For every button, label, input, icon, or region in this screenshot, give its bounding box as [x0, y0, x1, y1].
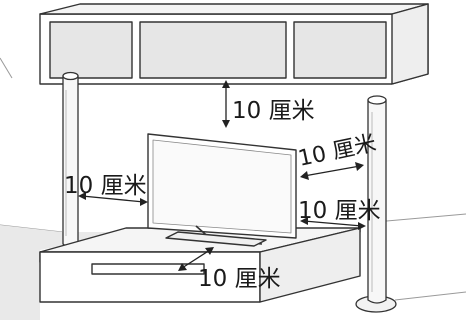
left-tower-speaker: [62, 71, 79, 248]
arrow-right-upper: [303, 165, 361, 177]
label-clearance-left: 10 厘米: [64, 173, 147, 199]
clearance-arrows: [78, 80, 366, 271]
arrow-front: [181, 249, 211, 269]
arrow-left: [81, 195, 145, 203]
wall-shelf: [39, 3, 429, 85]
right-tower-speaker: [355, 95, 397, 313]
arrow-right-lower: [303, 220, 363, 227]
label-clearance-right-upper: 10 厘米: [296, 131, 378, 172]
label-clearance-front: 10 厘米: [198, 266, 281, 292]
floor-shadow: [0, 225, 150, 320]
tv-cabinet: [39, 227, 361, 303]
television: [147, 133, 297, 247]
label-clearance-above: 10 厘米: [232, 98, 315, 124]
label-clearance-right-lower: 10 厘米: [298, 198, 381, 224]
